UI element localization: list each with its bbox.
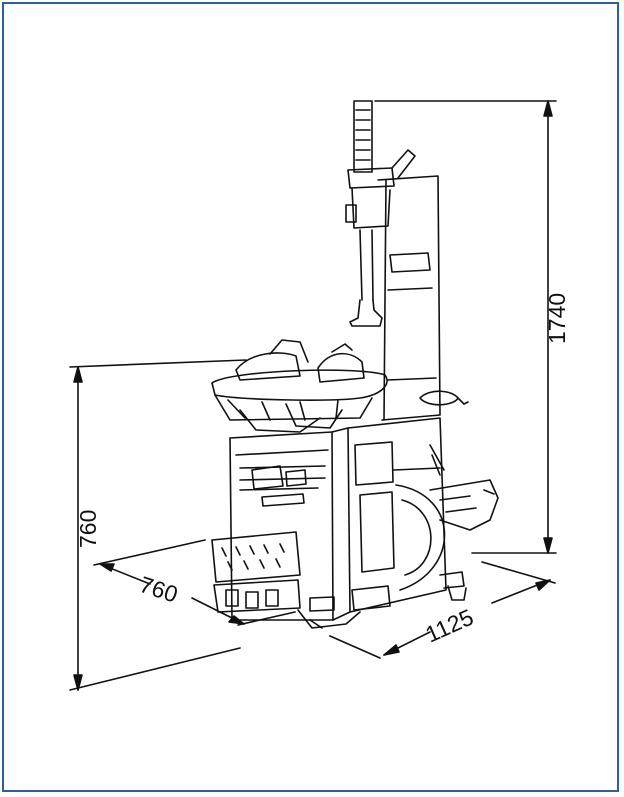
dimension-760-height	[69, 359, 247, 691]
label-1125: 1125	[421, 604, 477, 648]
machine-body	[211, 100, 499, 629]
dimension-1740	[374, 100, 557, 554]
dimension-1125	[329, 561, 556, 659]
label-760-width: 760	[136, 571, 181, 608]
label-760-height: 760	[75, 510, 101, 548]
label-1740: 1740	[544, 293, 570, 344]
